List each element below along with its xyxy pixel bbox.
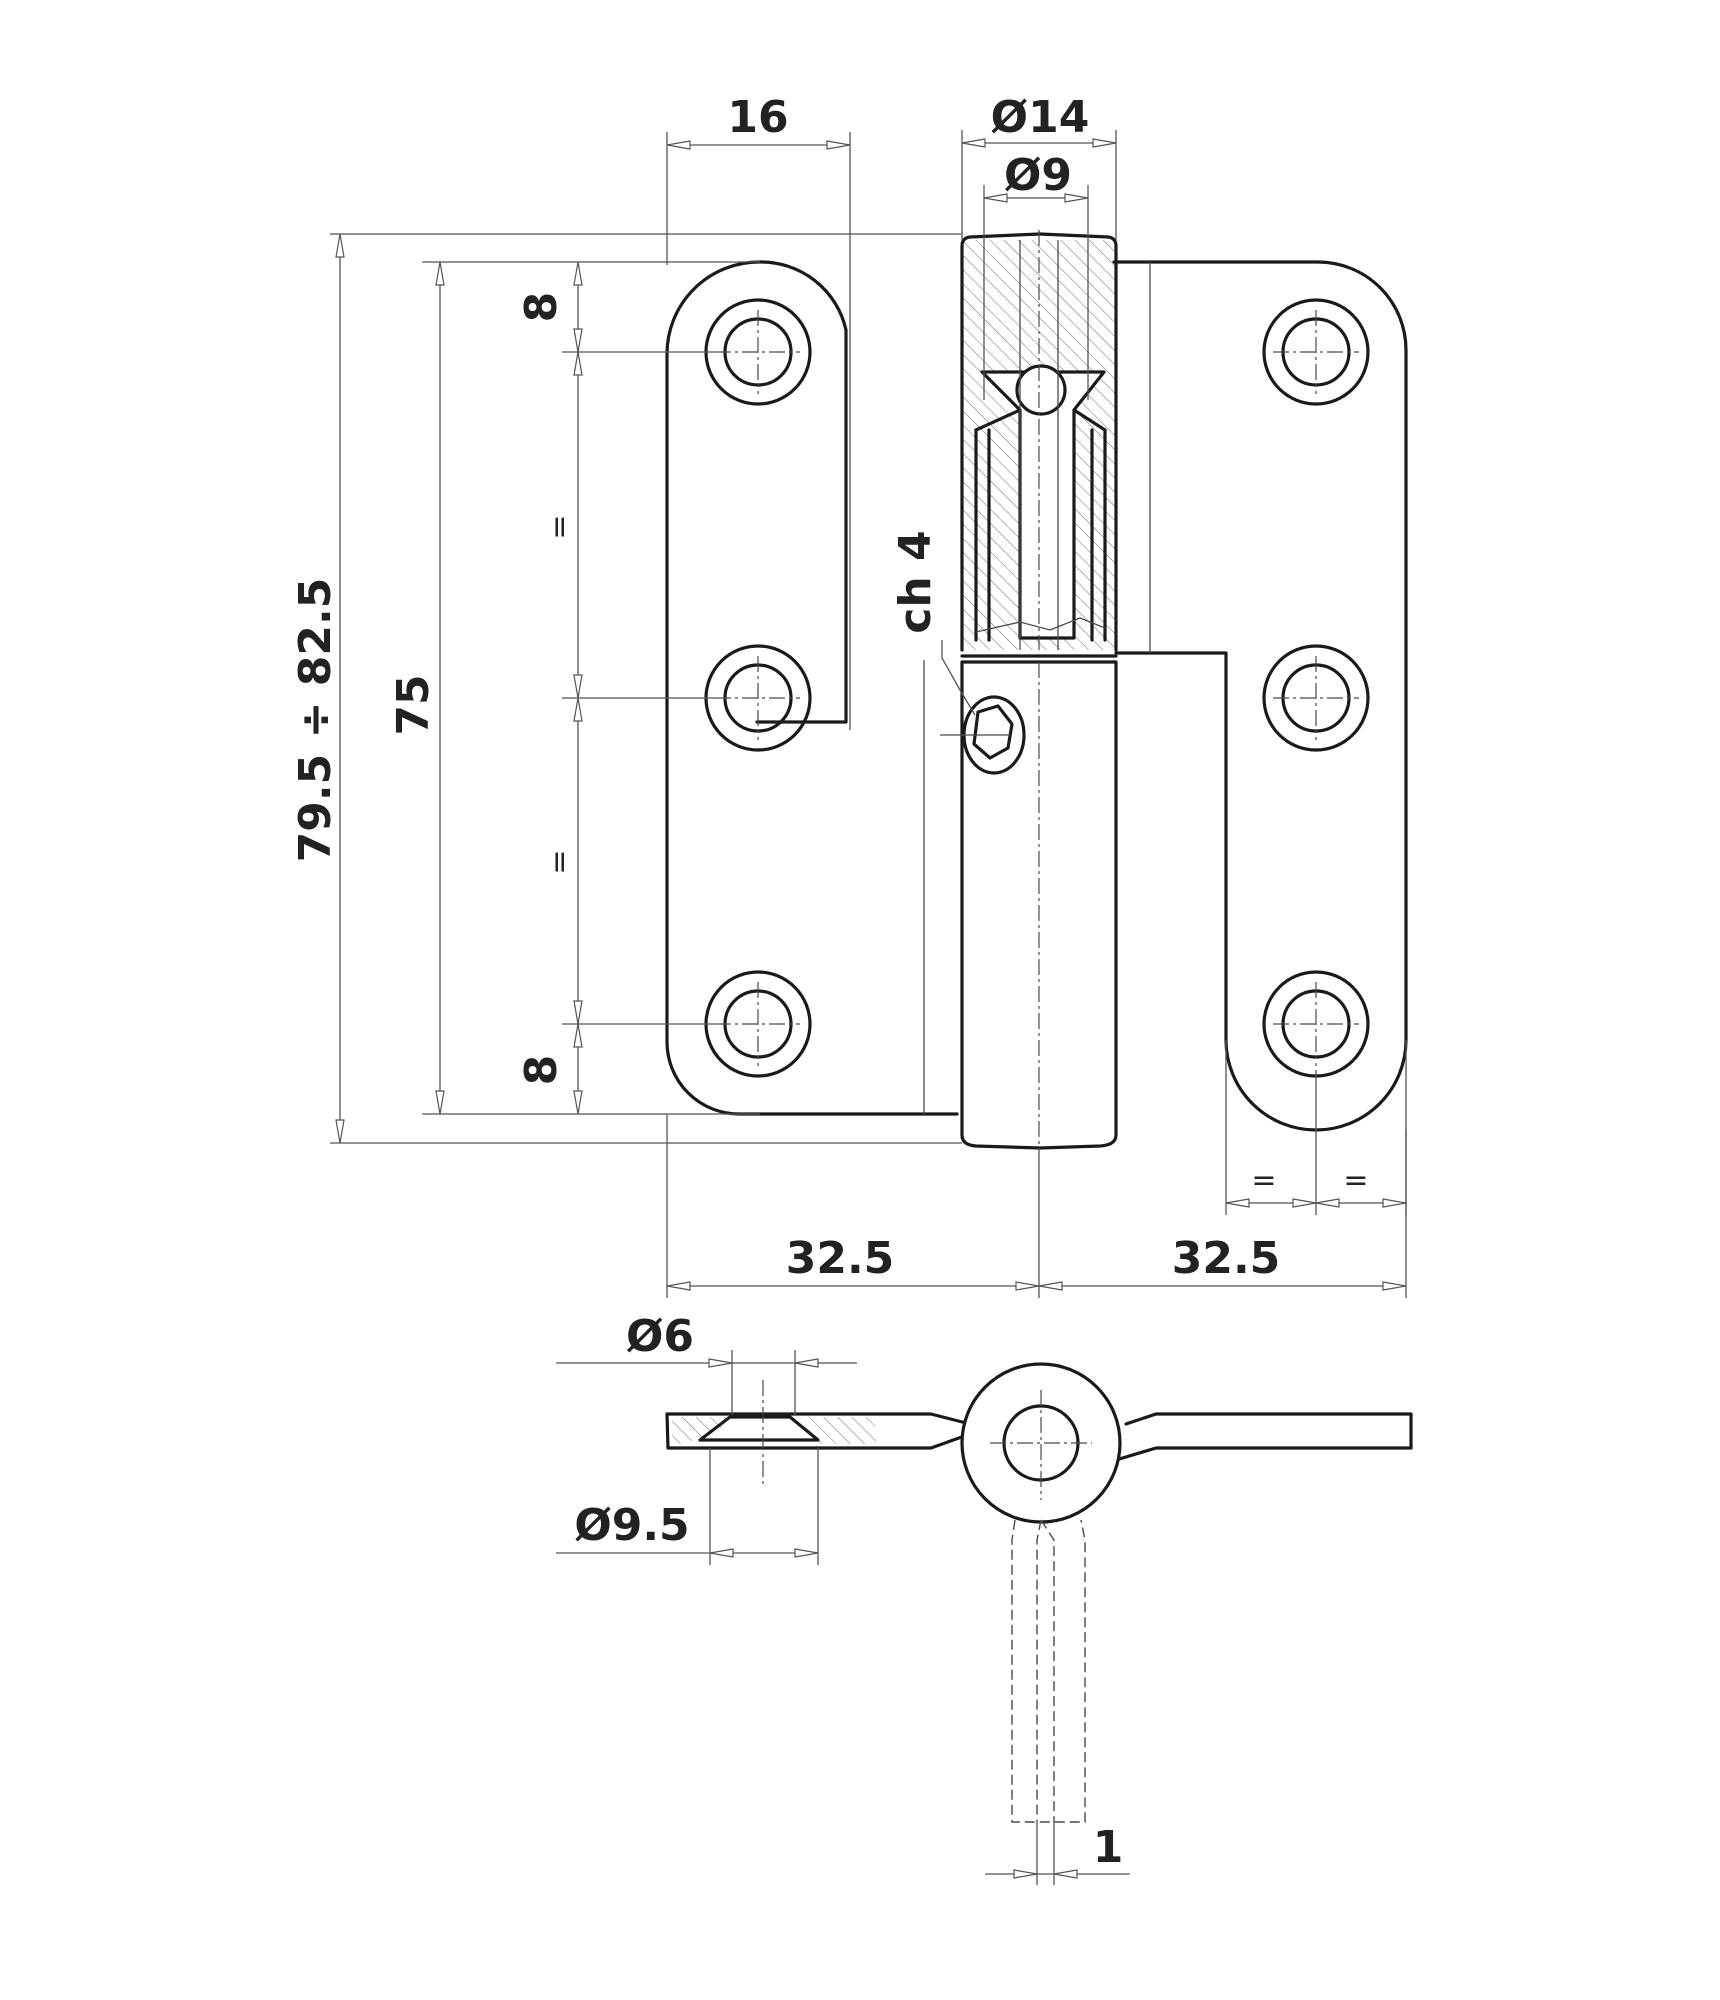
dim-hole-dia-9-5: Ø9.5 xyxy=(574,1500,689,1551)
dim-equal-lower: = xyxy=(542,849,577,874)
front-view xyxy=(665,230,1408,1150)
open-leaf-phantom xyxy=(1011,1519,1086,1823)
left-hole-bottom xyxy=(704,970,812,1078)
dim-dia-outer-14: Ø14 xyxy=(991,92,1090,143)
dim-edge-bottom-8: 8 xyxy=(516,1055,567,1086)
right-leaf-outline xyxy=(1112,260,1408,1132)
right-hole-bottom xyxy=(1262,970,1370,1078)
dim-hole-dia-6: Ø6 xyxy=(626,1311,694,1362)
dim-width-top-16: 16 xyxy=(727,92,788,143)
dim-dia-inner-9: Ø9 xyxy=(1004,150,1072,201)
left-hole-top xyxy=(704,298,812,406)
dimension-lines xyxy=(330,130,1407,1885)
dim-half-width-right: 32.5 xyxy=(1172,1233,1281,1284)
dim-edge-top-8: 8 xyxy=(516,292,567,323)
dim-overall-height: 79.5 ÷ 82.5 xyxy=(290,578,341,863)
dimension-labels: 16 Ø14 Ø9 79.5 ÷ 82.5 75 8 8 = = ch 4 = … xyxy=(290,92,1369,1873)
dim-thickness-1: 1 xyxy=(1093,1822,1124,1873)
dim-half-width-left: 32.5 xyxy=(786,1233,895,1284)
upper-knuckle-section xyxy=(960,230,1118,652)
dim-equal-right-a: = xyxy=(1251,1163,1276,1198)
right-hole-top xyxy=(1262,298,1370,406)
dim-hex-key-ch4: ch 4 xyxy=(890,530,941,633)
side-view xyxy=(665,1362,1413,1823)
left-leaf-outline xyxy=(665,260,959,1116)
right-hole-middle xyxy=(1262,644,1370,752)
dim-equal-right-b: = xyxy=(1343,1163,1368,1198)
dim-hole-pitch-75: 75 xyxy=(388,674,439,735)
dim-equal-upper: = xyxy=(542,514,577,539)
left-hole-middle xyxy=(704,644,812,752)
lower-knuckle xyxy=(940,654,1118,1150)
